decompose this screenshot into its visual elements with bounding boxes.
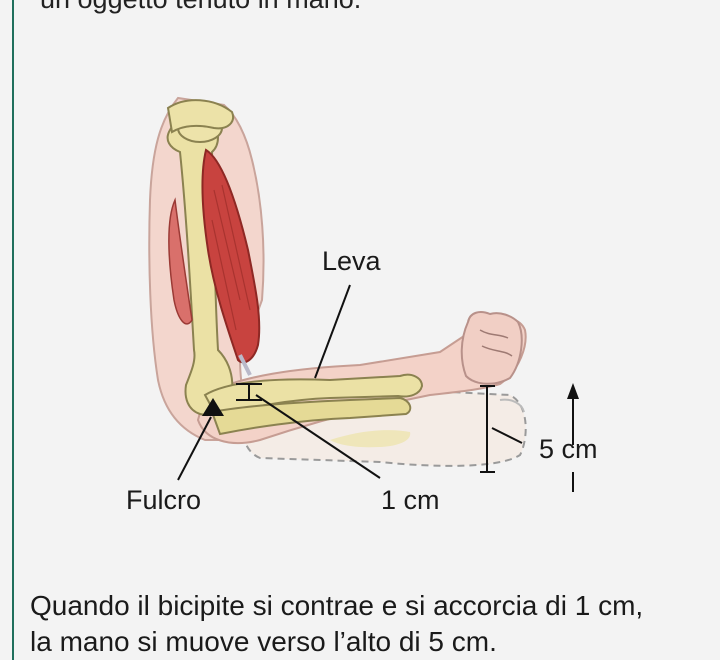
figure-caption: Quando il bicipite si contrae e si accor… <box>30 588 643 660</box>
lever-label: Leva <box>322 246 381 277</box>
leader-leva <box>315 285 350 378</box>
hand-rise-label: 5 cm <box>539 434 598 465</box>
arm-lever-diagram <box>0 0 720 560</box>
caption-line-2: la mano si muove verso l’alto di 5 cm. <box>30 624 643 660</box>
muscle-shortening-label: 1 cm <box>381 485 440 516</box>
caption-line-1: Quando il bicipite si contrae e si accor… <box>30 588 643 624</box>
fulcrum-label: Fulcro <box>126 485 201 516</box>
fist <box>462 312 522 384</box>
